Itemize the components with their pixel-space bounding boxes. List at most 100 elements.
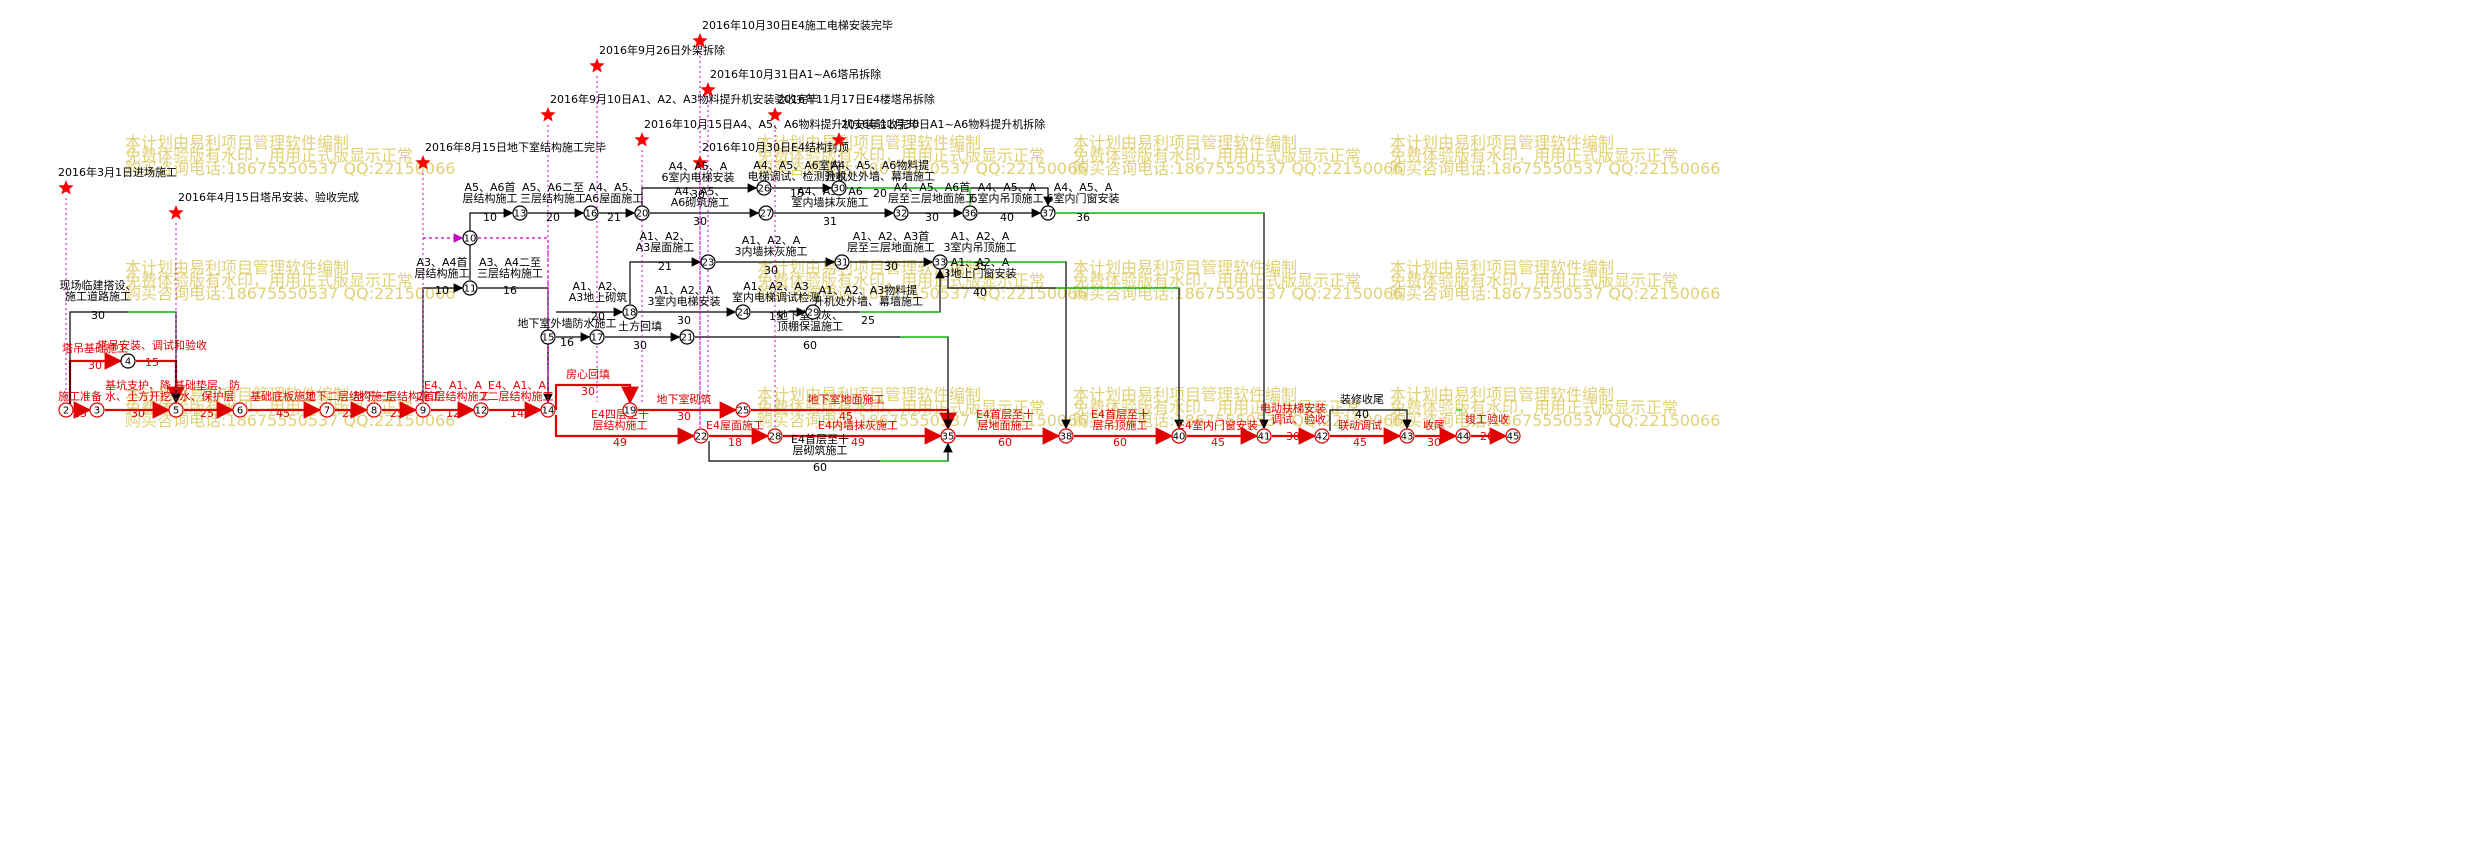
node-circle — [735, 402, 751, 418]
network-node: 22 — [693, 428, 709, 444]
watermark-line-3: 购买咨询电话:18675550537 QQ:22150066 — [1073, 284, 1403, 303]
milestone-label: 2016年10月31日A1~A6塔吊拆除 — [710, 67, 881, 81]
network-node: 38 — [1058, 428, 1074, 444]
network-node: 31 — [834, 254, 850, 270]
node-circle — [168, 402, 184, 418]
critical-edge — [554, 415, 696, 445]
node-circle — [1455, 428, 1471, 444]
activity-label: 3内墙抹灰施工 — [735, 244, 808, 258]
network-node: 16 — [583, 205, 599, 221]
activity-label: A4、A5、A6室内 — [753, 158, 841, 172]
network-node: 23 — [700, 254, 716, 270]
network-node: 5 — [168, 402, 184, 418]
activity-label: A3屋面施工 — [636, 241, 695, 254]
node-number: 3 — [94, 406, 100, 417]
milestone: 2016年11月17日E4楼塔吊拆除 — [767, 92, 935, 428]
network-node: 27 — [758, 205, 774, 221]
activity-label: 层吊顶施工 — [1093, 419, 1148, 432]
watermark-line-3: 购买咨询电话:18675550537 QQ:22150066 — [125, 284, 455, 303]
node-circle — [622, 304, 638, 320]
activity-label: A4、A5、A — [669, 160, 728, 173]
activity-label: 施工道路施工 — [65, 289, 131, 303]
milestone-star-icon — [58, 180, 74, 195]
node-circle — [89, 402, 105, 418]
milestone-star-icon — [168, 205, 184, 220]
milestone-star-icon — [692, 33, 708, 48]
activity-label: 室内电梯调试检测 — [732, 290, 820, 304]
network-node: 35 — [940, 428, 956, 444]
node-circle — [462, 280, 478, 296]
node-circle — [622, 402, 638, 418]
activity-label: 、调试、验收 — [1260, 412, 1326, 426]
activity-duration: 60 — [1113, 436, 1127, 449]
activity-label: 3室内吊顶施工 — [944, 240, 1017, 254]
milestone-star-icon — [767, 107, 783, 122]
watermark: 本计划由易利项目管理软件编制免费体验版有水印，用用正式版显示正常购买咨询电话:1… — [1390, 133, 1720, 178]
node-circle — [583, 205, 599, 221]
activity-label: E4、A1、A — [488, 379, 546, 392]
activity-label: 地下室地面施工 — [808, 392, 885, 406]
node-circle — [1171, 428, 1187, 444]
activity-duration: 16 — [560, 336, 574, 349]
activity-duration: 45 — [839, 410, 853, 423]
milestone: 2016年9月26日外架拆除 — [589, 43, 725, 402]
activity-label: 层至三层地面施工 — [888, 192, 976, 205]
activity-label: A4、A5、A6物料提 — [831, 158, 930, 172]
node-circle — [940, 428, 956, 444]
activity-label: A4、A5、A6首 — [894, 180, 971, 194]
network-node: 21 — [679, 329, 695, 345]
milestone: 2016年4月15日塔吊安装、验收完成 — [168, 190, 359, 402]
activity-label: 电梯调试、检测验收 — [748, 169, 847, 183]
activity-label: 层结构施工 — [415, 266, 470, 280]
node-number: 24 — [737, 308, 750, 319]
watermark: 本计划由易利项目管理软件编制免费体验版有水印，用用正式版显示正常购买咨询电话:1… — [125, 258, 455, 303]
activity-duration: 15 — [145, 356, 159, 369]
activity-duration: 30 — [633, 339, 647, 352]
watermark-line-1: 本计划由易利项目管理软件编制 — [125, 133, 349, 152]
network-node: 26 — [756, 180, 772, 196]
node-number: 42 — [1316, 432, 1329, 443]
watermark-line-2: 免费体验版有水印，用用正式版显示正常 — [125, 271, 413, 290]
node-number: 25 — [737, 406, 750, 417]
activity-label: 基础垫层、防 — [174, 378, 240, 392]
node-number: 32 — [895, 209, 908, 220]
node-number: 41 — [1258, 432, 1271, 443]
activity-duration: 30 — [1427, 436, 1441, 449]
activity-duration: 10 — [483, 211, 497, 224]
milestone-label: 2016年9月26日外架拆除 — [599, 43, 725, 57]
activity-label: 层至三层地面施工 — [847, 241, 935, 254]
activity-label: A1、A2、A — [655, 284, 714, 297]
activity-label: A3、A4二至 — [479, 256, 541, 269]
activity-label: 水、土方开挖 — [105, 389, 171, 403]
activity-duration: 45 — [1211, 436, 1225, 449]
network-node: 9 — [415, 402, 431, 418]
activity-label: A3、A4首 — [416, 255, 467, 269]
node-number: 7 — [324, 406, 330, 417]
activity-label: A1、A2、A — [951, 256, 1010, 269]
node-circle — [1058, 428, 1074, 444]
node-circle — [120, 353, 136, 369]
network-node: 6 — [232, 402, 248, 418]
milestone: 2016年8月15日地下室结构施工完毕 — [415, 140, 606, 402]
activity-label: 塔吊安装、调试和验收 — [97, 338, 207, 352]
node-circle — [540, 402, 556, 418]
watermark-line-2: 免费体验版有水印，用用正式版显示正常 — [1390, 146, 1678, 165]
network-node: 8 — [366, 402, 382, 418]
watermark-line-2: 免费体验版有水印，用用正式版显示正常 — [125, 398, 413, 417]
